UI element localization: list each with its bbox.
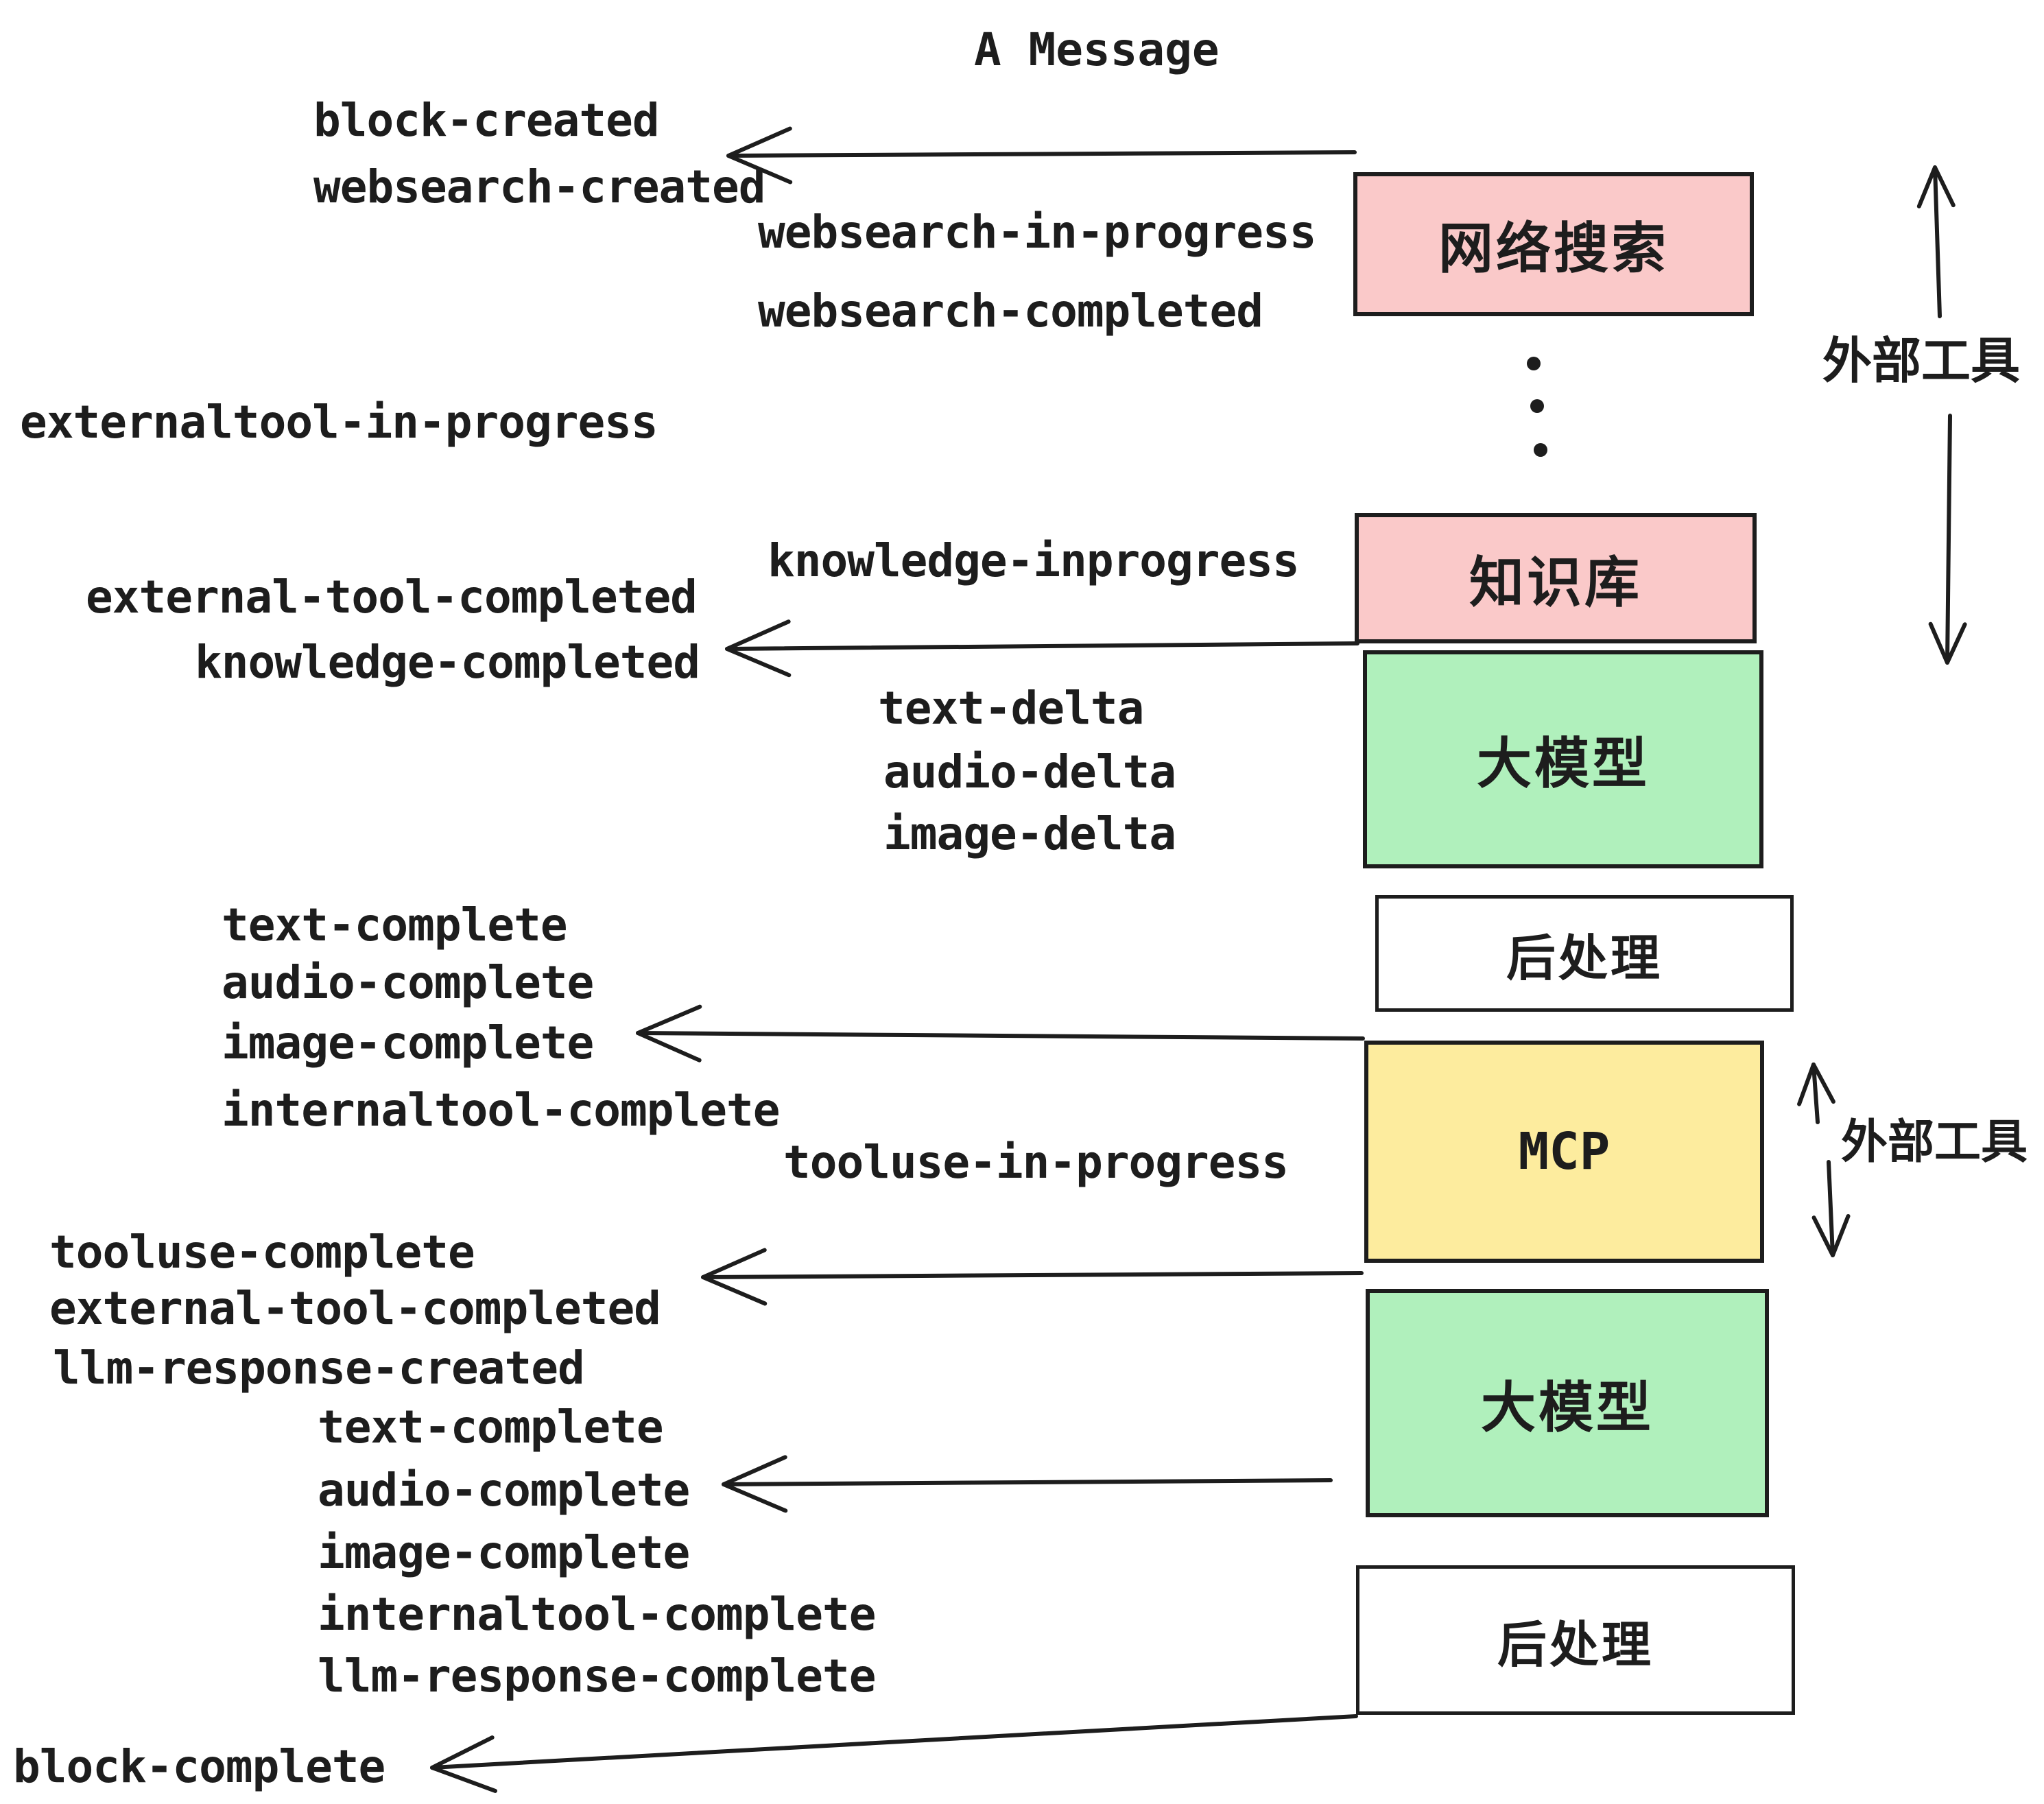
event-text-delta: text-delta bbox=[878, 682, 1144, 735]
arrow-to-block-created bbox=[726, 126, 1357, 185]
arrow-to-audio-complete bbox=[722, 1455, 1333, 1513]
box-postprocess-2-label: 后处理 bbox=[1497, 1615, 1654, 1674]
event-knowledge-inprogress: knowledge-inprogress bbox=[768, 534, 1300, 587]
box-websearch: 网络搜索 bbox=[1353, 172, 1754, 316]
event-block-complete: block-complete bbox=[13, 1740, 385, 1793]
box-postprocess-1-label: 后处理 bbox=[1506, 929, 1663, 987]
event-tooluse-in-progress: tooluse-in-progress bbox=[783, 1136, 1289, 1189]
box-mcp-label: MCP bbox=[1518, 1122, 1611, 1181]
external-tool-down-arrow-1 bbox=[1928, 414, 1967, 665]
diagram-title: A Message bbox=[974, 23, 1220, 76]
event-internaltool-complete-2: internaltool-complete bbox=[318, 1588, 876, 1641]
arrow-to-tooluse-complete bbox=[701, 1248, 1364, 1306]
event-knowledge-completed: knowledge-completed bbox=[195, 636, 700, 689]
event-external-tool-completed-2: external-tool-completed bbox=[49, 1282, 661, 1335]
ellipsis-dot-2 bbox=[1530, 399, 1544, 413]
event-llm-response-created: llm-response-created bbox=[53, 1342, 585, 1394]
box-llm-1-label: 大模型 bbox=[1477, 732, 1650, 796]
box-llm-1: 大模型 bbox=[1363, 650, 1763, 868]
event-tooluse-complete: tooluse-complete bbox=[49, 1226, 475, 1279]
event-image-delta: image-delta bbox=[883, 807, 1176, 860]
box-knowledge: 知识库 bbox=[1355, 513, 1757, 643]
event-llm-response-complete: llm-response-complete bbox=[318, 1650, 876, 1702]
external-tool-up-arrow-2 bbox=[1797, 1063, 1835, 1124]
event-audio-complete-2: audio-complete bbox=[318, 1464, 690, 1517]
box-llm-2: 大模型 bbox=[1366, 1289, 1769, 1517]
external-tool-label-2: 外部工具 bbox=[1841, 1115, 2028, 1170]
event-audio-delta: audio-delta bbox=[883, 746, 1176, 798]
event-external-tool-completed: external-tool-completed bbox=[86, 571, 698, 624]
arrow-to-knowledge-completed bbox=[725, 619, 1359, 678]
external-tool-down-arrow-2 bbox=[1811, 1160, 1851, 1257]
box-knowledge-label: 知识库 bbox=[1469, 551, 1642, 615]
event-text-complete: text-complete bbox=[222, 899, 568, 951]
external-tool-label-1: 外部工具 bbox=[1822, 332, 2021, 390]
box-postprocess-1: 后处理 bbox=[1375, 895, 1794, 1012]
event-text-complete-2: text-complete bbox=[318, 1401, 664, 1453]
ellipsis-dot-3 bbox=[1534, 443, 1547, 457]
event-websearch-completed: websearch-completed bbox=[758, 285, 1263, 337]
arrow-to-block-complete bbox=[430, 1714, 1358, 1793]
arrow-to-image-complete bbox=[636, 1004, 1365, 1063]
external-tool-up-arrow-1 bbox=[1916, 165, 1956, 318]
event-block-created: block-created bbox=[313, 94, 660, 147]
box-llm-2-label: 大模型 bbox=[1481, 1375, 1654, 1440]
box-websearch-label: 网络搜索 bbox=[1438, 217, 1669, 281]
event-externaltool-in-progress: externaltool-in-progress bbox=[20, 396, 658, 449]
event-audio-complete: audio-complete bbox=[222, 956, 594, 1009]
event-image-complete: image-complete bbox=[222, 1017, 594, 1069]
box-mcp: MCP bbox=[1364, 1041, 1764, 1263]
ellipsis-dot-1 bbox=[1527, 357, 1541, 370]
event-internaltool-complete: internaltool-complete bbox=[222, 1084, 780, 1137]
event-websearch-created: websearch-created bbox=[313, 161, 766, 213]
event-image-complete-2: image-complete bbox=[318, 1526, 690, 1579]
event-websearch-in-progress: websearch-in-progress bbox=[758, 206, 1316, 259]
box-postprocess-2: 后处理 bbox=[1356, 1565, 1795, 1715]
